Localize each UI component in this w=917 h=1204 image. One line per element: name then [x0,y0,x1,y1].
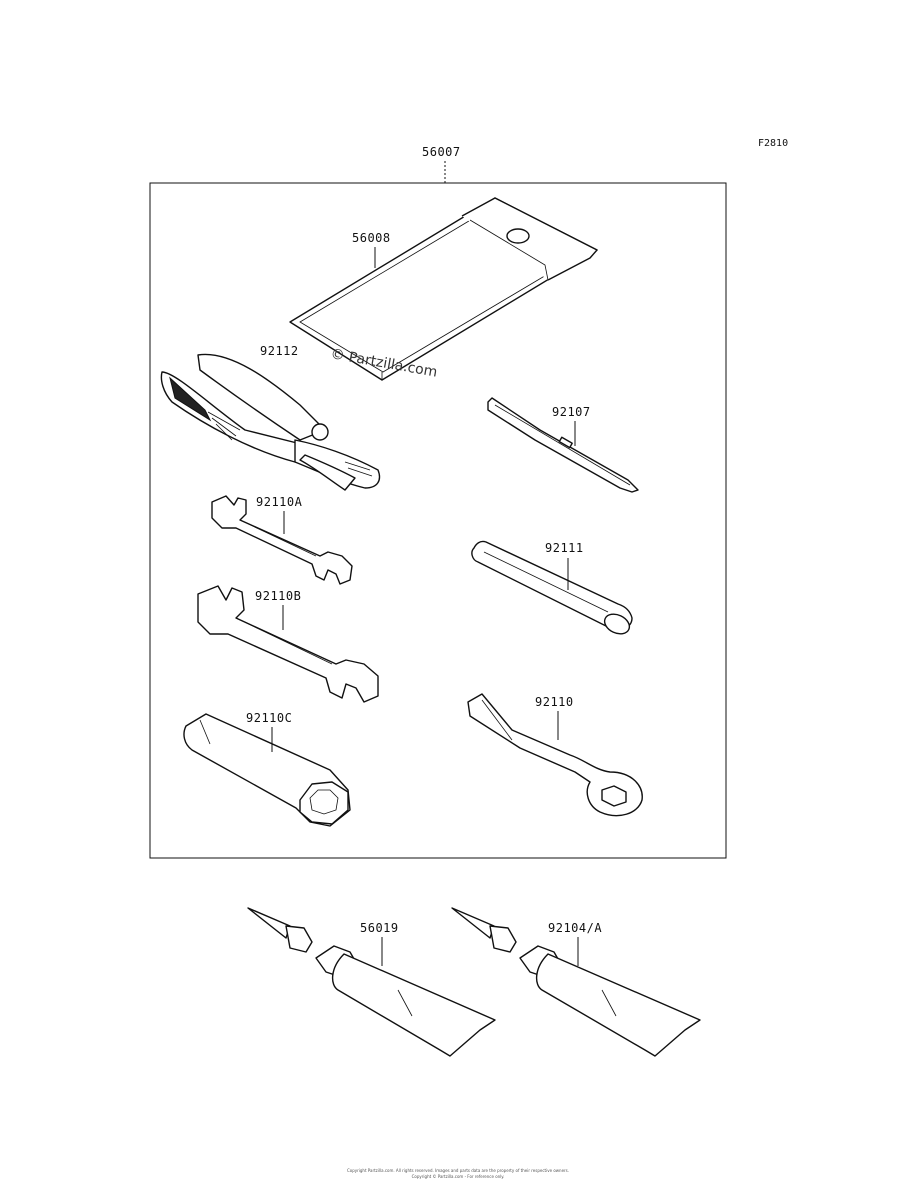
spark-plug-wrench[interactable] [183,713,351,827]
grease-tube-left[interactable] [247,907,496,1057]
part-number-pliers[interactable]: 92112 [260,344,299,358]
ring-wrench[interactable] [467,693,643,817]
part-number-pouch[interactable]: 56008 [352,231,391,245]
tool-kit-frame [149,182,727,859]
pliers-pivot [311,423,329,441]
pouch-snap-button [506,228,530,244]
part-number-wrench-b[interactable]: 92110B [255,589,301,603]
footer-copyright-line2: Copyright © Partzilla.com - For referenc… [412,1174,505,1179]
tool-pouch[interactable] [289,197,598,381]
part-number-grease-2[interactable]: 92104/A [548,921,602,935]
part-number-handle-bar[interactable]: 92111 [545,541,584,555]
pliers[interactable] [160,353,381,491]
figure-code: F2810 [758,138,788,149]
part-number-wrench-a[interactable]: 92110A [256,495,303,509]
tube-cap-right [489,925,517,953]
handle-bar-tube[interactable] [471,540,633,637]
part-number-screwdriver[interactable]: 92107 [552,405,591,419]
open-end-wrench-large[interactable] [197,585,379,703]
open-end-wrench-small[interactable] [211,495,353,585]
tube-cap-left [285,925,313,953]
part-number-ring-wrench[interactable]: 92110 [535,695,574,709]
screwdriver[interactable] [487,397,639,493]
part-number-grease-1[interactable]: 56019 [360,921,399,935]
assembly-part-number[interactable]: 56007 [422,145,461,159]
grease-tube-right[interactable] [451,907,701,1057]
footer-copyright-line1: Copyright Partzilla.com. All rights rese… [347,1168,569,1173]
part-number-plug-wrench[interactable]: 92110C [246,711,292,725]
